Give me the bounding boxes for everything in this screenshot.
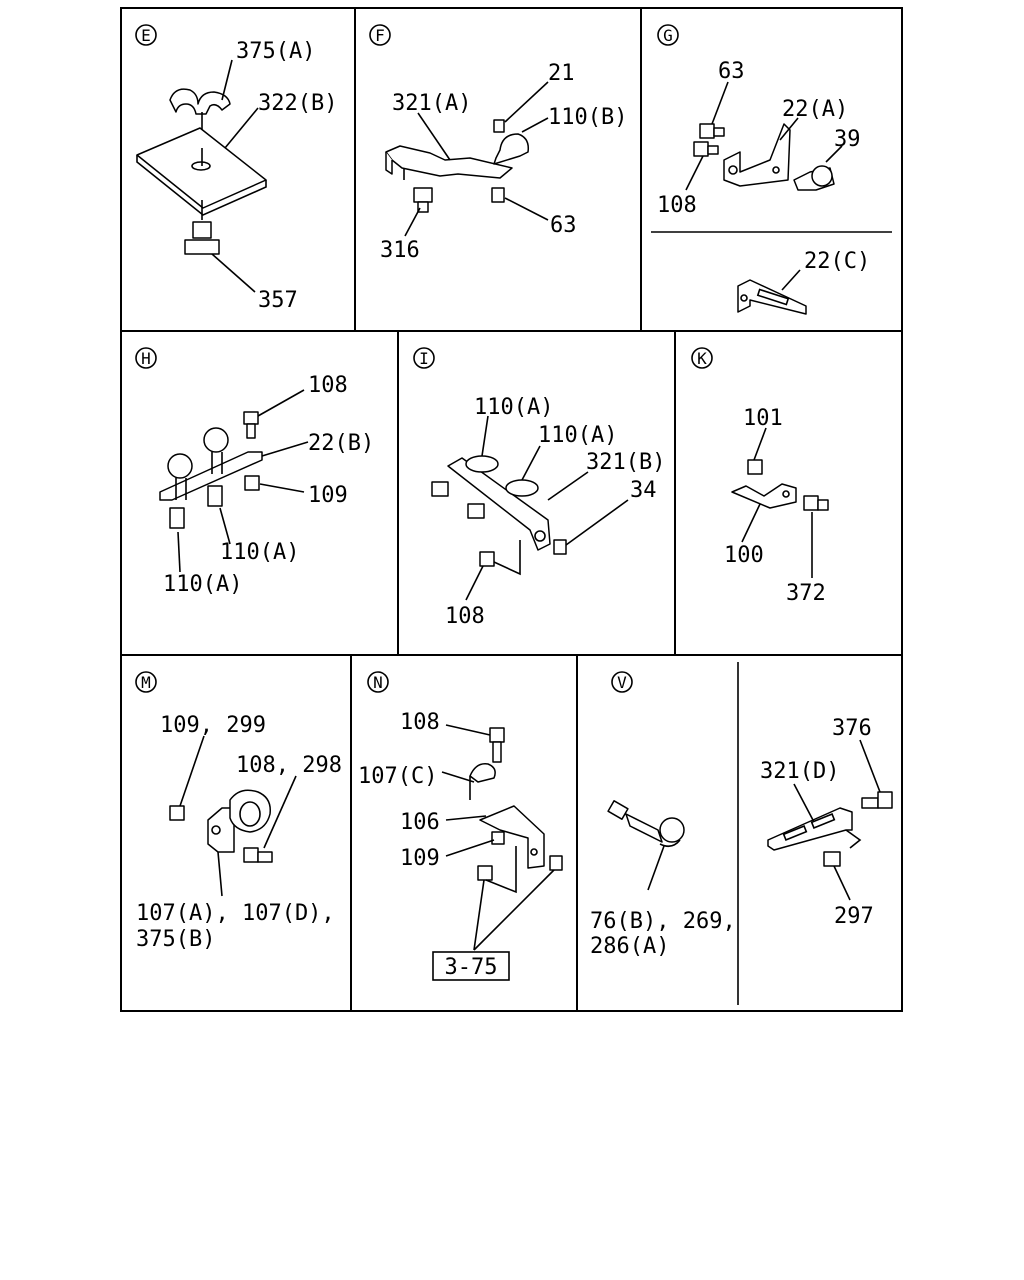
strap-bracket-part <box>767 807 853 851</box>
panel-v: V 76(B), 269, 286(A) 376 321(D) 297 <box>590 671 893 959</box>
clamps-part <box>431 455 539 519</box>
label-g-3: 39 <box>834 127 861 152</box>
panel-f-badge: F <box>369 24 391 46</box>
label-h-2: 22(B) <box>308 431 374 456</box>
label-i-3: 321(B) <box>586 450 665 475</box>
label-i-1: 110(A) <box>474 395 553 420</box>
label-k-3: 372 <box>786 581 826 606</box>
clamps-part <box>167 427 229 529</box>
label-m-4: 375(B) <box>136 927 215 952</box>
label-n-4: 109 <box>400 846 440 871</box>
label-i-5: 108 <box>445 604 485 629</box>
panel-letter-m: M <box>141 673 151 692</box>
cap-part <box>793 165 835 191</box>
hardware-part <box>479 539 567 576</box>
tie-clamp-part <box>607 800 685 848</box>
panel-n: N 108 107(C) 106 109 3-75 <box>358 671 563 981</box>
ref-box <box>432 951 510 981</box>
label-i-4: 34 <box>630 478 657 503</box>
label-h-5: 110(A) <box>163 572 242 597</box>
clamp-part <box>493 119 530 165</box>
long-bracket-part <box>447 457 551 551</box>
panel-f: F 21 321(A) 110(B) 316 63 <box>369 24 627 263</box>
angle-bracket-part <box>723 123 791 187</box>
label-n-5: 3-75 <box>445 955 498 980</box>
bolts-part <box>693 123 725 157</box>
label-h-1: 108 <box>308 373 348 398</box>
panel-letter-i: I <box>419 349 429 368</box>
label-g-5: 22(C) <box>804 249 870 274</box>
clip-part <box>169 88 231 115</box>
panel-i-badge: I <box>413 347 435 369</box>
label-k-1: 101 <box>743 406 783 431</box>
label-e-3: 357 <box>258 288 298 313</box>
hardware-part <box>169 805 273 863</box>
label-n-2: 107(C) <box>358 764 437 789</box>
bracket-part <box>385 145 513 180</box>
panel-letter-n: N <box>373 673 383 692</box>
bolt-part <box>184 221 220 255</box>
hardware-part <box>823 791 893 867</box>
hardware-part <box>747 459 829 511</box>
label-v-3: 376 <box>832 716 872 741</box>
panel-g: G 63 22(A) 39 108 22(C) <box>657 24 870 315</box>
bent-bracket-part <box>731 483 797 509</box>
label-m-2: 108, 298 <box>236 753 342 778</box>
label-v-1: 76(B), 269, <box>590 909 736 934</box>
panel-n-badge: N <box>367 671 389 693</box>
panel-i: I 110(A) 110(A) 321(B) 34 108 <box>413 347 665 629</box>
mount-bracket-part <box>479 805 545 869</box>
bolt-nut-part <box>413 187 505 213</box>
panel-letter-v: V <box>617 673 627 692</box>
label-e-2: 322(B) <box>258 91 337 116</box>
label-g-1: 63 <box>718 59 745 84</box>
label-f-3: 110(B) <box>548 105 627 130</box>
label-g-2: 22(A) <box>782 97 848 122</box>
label-v-4: 321(D) <box>760 759 839 784</box>
label-f-2: 321(A) <box>392 91 471 116</box>
panel-g-badge: G <box>657 24 679 46</box>
label-v-5: 297 <box>834 904 874 929</box>
label-h-4: 110(A) <box>220 540 299 565</box>
panel-e: E 375(A) 322(B) 357 <box>135 24 337 313</box>
label-m-1: 109, 299 <box>160 713 266 738</box>
panel-h: H 108 22(B) 109 110(A) 110(A) <box>135 347 374 597</box>
label-k-2: 100 <box>724 543 764 568</box>
label-g-4: 108 <box>657 193 697 218</box>
panel-m-badge: M <box>135 671 157 693</box>
label-h-3: 109 <box>308 483 348 508</box>
clip-bracket-part <box>207 789 271 853</box>
panel-frame <box>120 7 903 1012</box>
flat-bracket-part <box>737 279 807 315</box>
label-e-1: 375(A) <box>236 39 315 64</box>
panel-h-badge: H <box>135 347 157 369</box>
panel-k-badge: K <box>691 347 713 369</box>
label-n-3: 106 <box>400 810 440 835</box>
panel-v-badge: V <box>611 671 633 693</box>
label-v-2: 286(A) <box>590 934 669 959</box>
hardware-part <box>243 411 260 491</box>
plate-part <box>136 112 267 220</box>
panel-letter-f: F <box>375 26 385 45</box>
label-f-4: 316 <box>380 238 420 263</box>
label-f-1: 21 <box>548 61 575 86</box>
panel-letter-g: G <box>663 26 673 45</box>
panel-k: K 101 100 372 <box>691 347 829 606</box>
label-i-2: 110(A) <box>538 423 617 448</box>
panel-m: M 109, 299 108, 298 107(A), 107(D), 375(… <box>135 671 342 952</box>
label-f-5: 63 <box>550 213 577 238</box>
panel-letter-h: H <box>141 349 151 368</box>
panel-letter-k: K <box>697 349 707 368</box>
label-m-3: 107(A), 107(D), <box>136 901 335 926</box>
hardware-part <box>477 727 563 894</box>
label-n-1: 108 <box>400 710 440 735</box>
panel-e-badge: E <box>135 24 157 46</box>
panel-letter-e: E <box>141 26 151 45</box>
